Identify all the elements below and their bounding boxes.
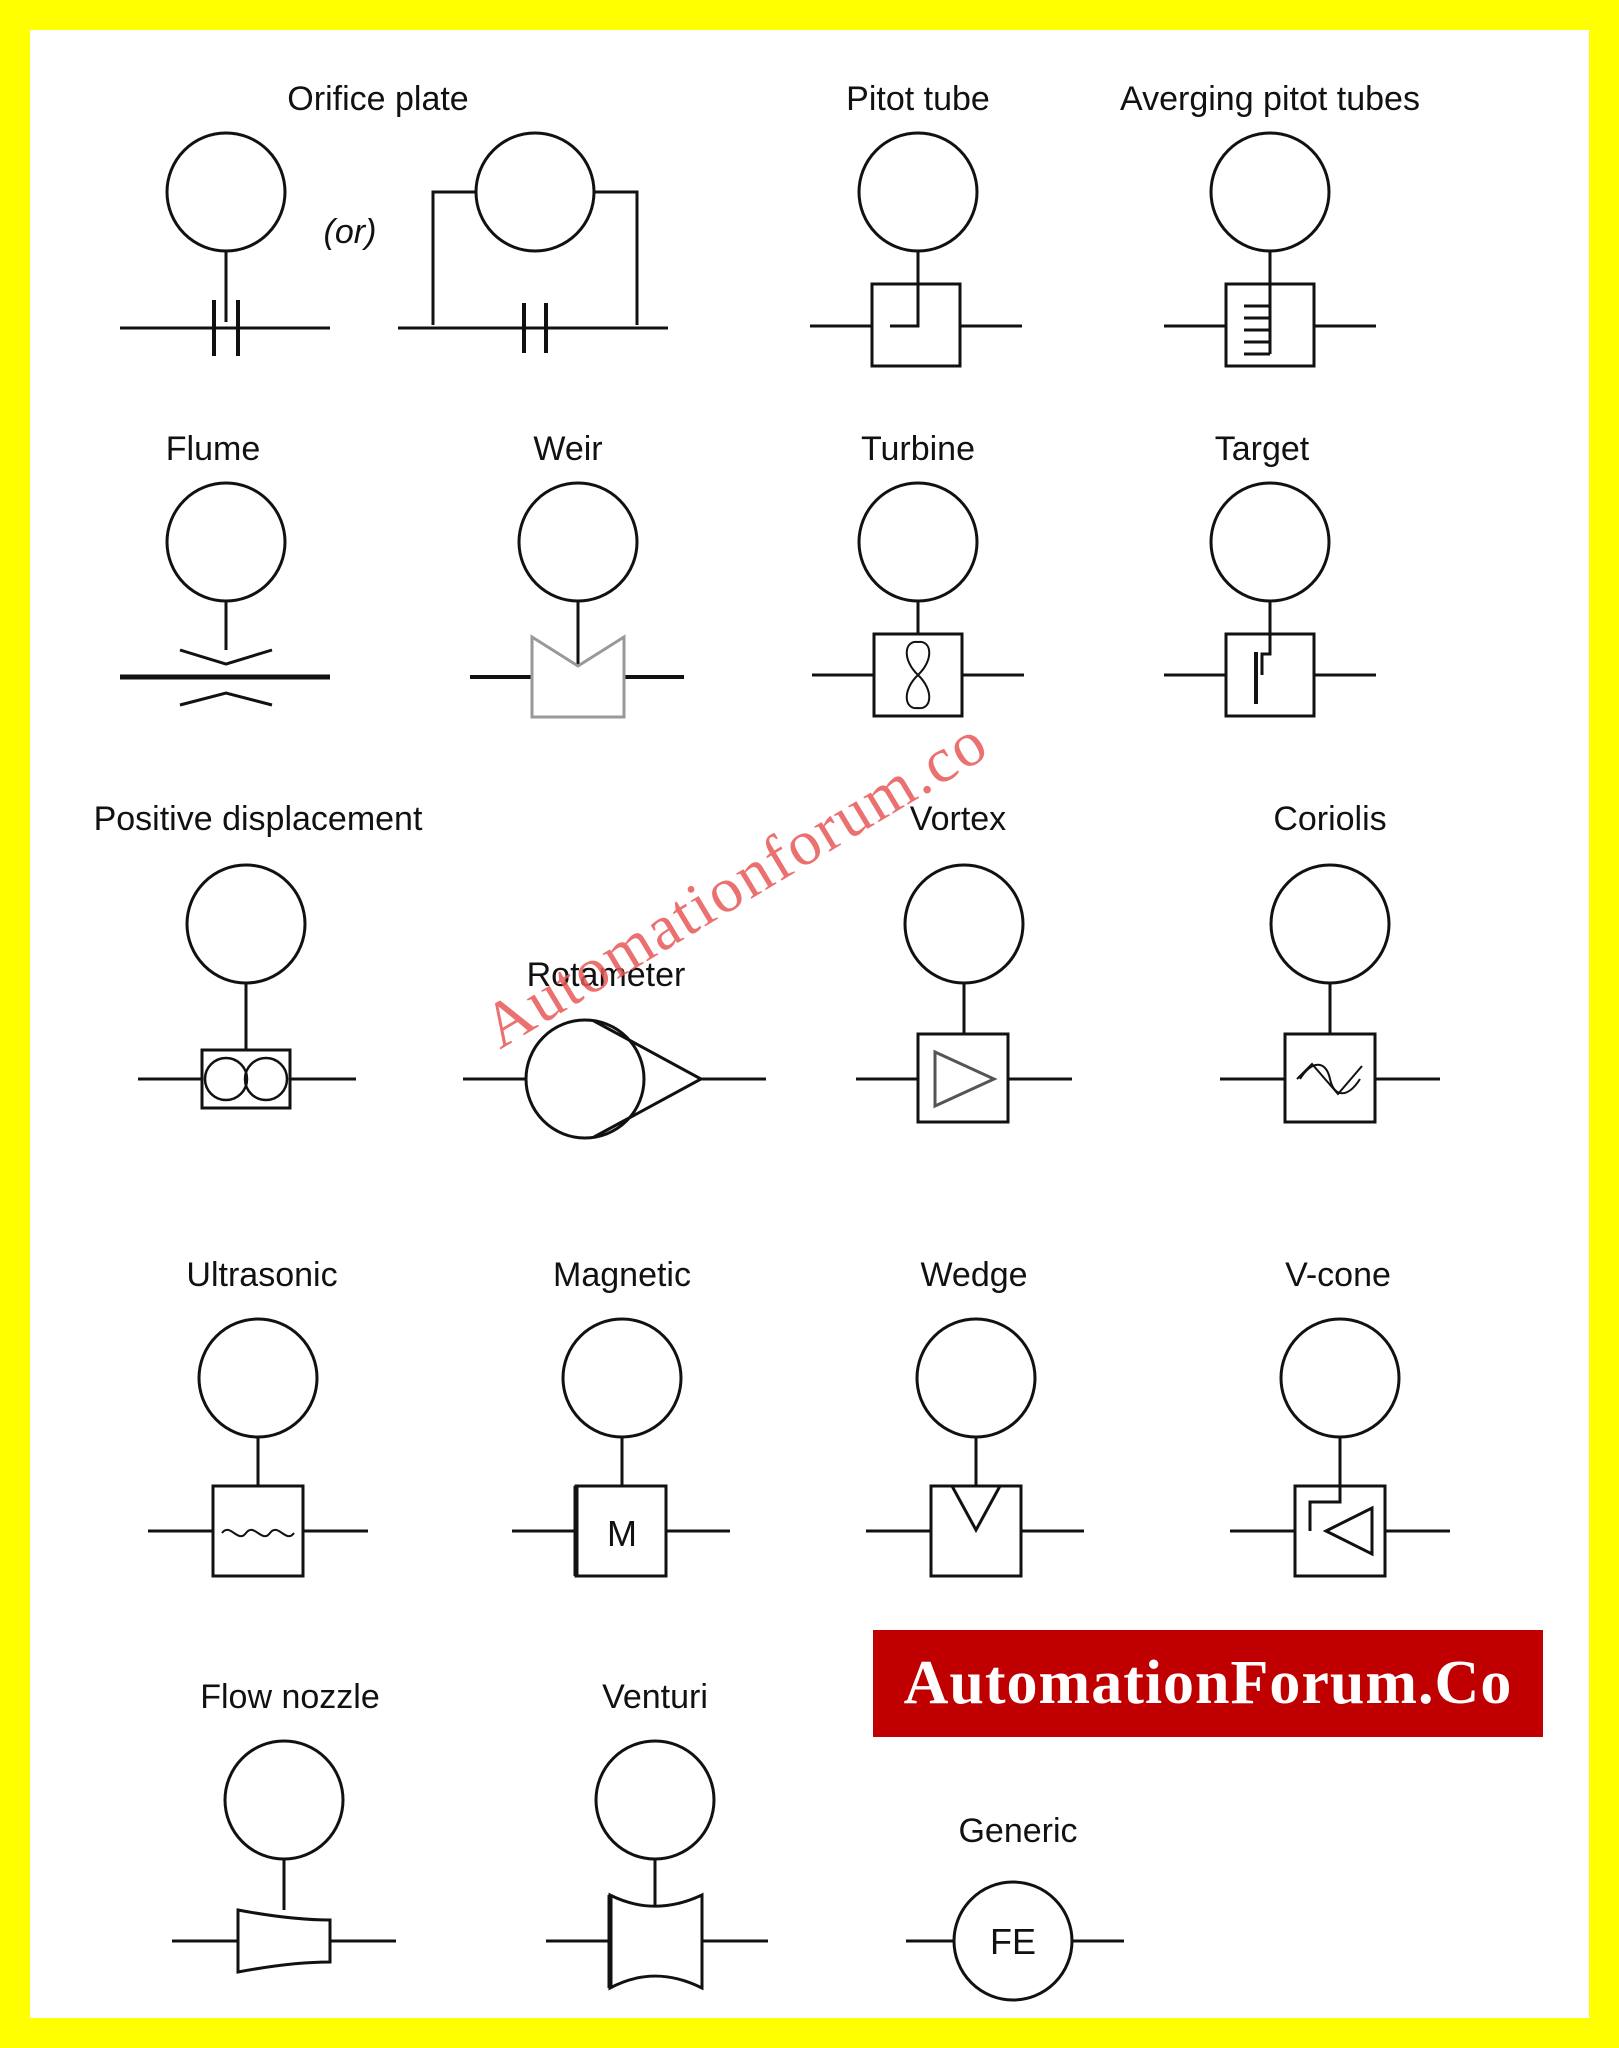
nozzle-body bbox=[236, 1908, 332, 1974]
symbol-generic: Generic FE bbox=[906, 1812, 1124, 2002]
label-turbine: Turbine bbox=[861, 430, 975, 468]
instrument-bubble bbox=[1279, 1317, 1401, 1439]
flume-upper-wall bbox=[179, 648, 273, 666]
label-venturi: Venturi bbox=[602, 1678, 708, 1716]
sound-wave-icon bbox=[221, 1528, 295, 1538]
cone-support bbox=[1308, 1486, 1342, 1531]
symbol-orifice-plate: Orifice plate (or) bbox=[120, 80, 668, 356]
symbol-positive-displacement: Positive displacement bbox=[94, 800, 423, 1110]
instrument-bubble bbox=[915, 1317, 1037, 1439]
magnetic-letter: M bbox=[607, 1513, 637, 1554]
label-flow-nozzle: Flow nozzle bbox=[200, 1678, 380, 1716]
label-coriolis: Coriolis bbox=[1273, 800, 1386, 838]
label-ultrasonic: Ultrasonic bbox=[186, 1256, 337, 1294]
venturi-body bbox=[608, 1892, 704, 1991]
symbol-wedge: Wedge bbox=[866, 1256, 1084, 1578]
label-magnetic: Magnetic bbox=[553, 1256, 691, 1294]
label-flume: Flume bbox=[166, 430, 260, 468]
rotor-right bbox=[243, 1056, 289, 1102]
label-positive-displacement: Positive displacement bbox=[94, 800, 423, 838]
label-wedge: Wedge bbox=[920, 1256, 1027, 1294]
label-averaging-pitot-tubes: Averging pitot tubes bbox=[1120, 80, 1420, 118]
label-orifice-plate: Orifice plate bbox=[287, 80, 468, 118]
brand-text: AutomationForum.Co bbox=[903, 1649, 1513, 1717]
symbol-v-cone: V-cone bbox=[1230, 1256, 1450, 1578]
rotor-left bbox=[203, 1056, 249, 1102]
label-generic: Generic bbox=[958, 1812, 1077, 1850]
bluff-body-icon bbox=[933, 1049, 998, 1109]
symbol-venturi: Venturi bbox=[546, 1678, 768, 1991]
target-stem bbox=[1260, 634, 1272, 675]
instrument-bubble bbox=[1209, 481, 1331, 603]
instrument-bubble bbox=[165, 131, 287, 253]
cone-icon bbox=[1322, 1505, 1374, 1557]
instrument-bubble bbox=[561, 1317, 683, 1439]
instrument-bubble bbox=[517, 481, 639, 603]
instrument-bubble bbox=[903, 863, 1025, 985]
symbol-flume: Flume bbox=[120, 430, 330, 707]
symbol-ultrasonic: Ultrasonic bbox=[148, 1256, 368, 1578]
weir-notch-shape bbox=[530, 634, 626, 719]
label-weir: Weir bbox=[533, 430, 602, 468]
pitot-probe bbox=[890, 284, 920, 328]
connector-line bbox=[594, 190, 639, 325]
brand-banner: AutomationForum.Co bbox=[873, 1630, 1543, 1737]
element-box bbox=[211, 1484, 305, 1578]
instrument-bubble bbox=[223, 1739, 345, 1861]
label-rotameter: Rotameter bbox=[527, 956, 686, 994]
label-target: Target bbox=[1215, 430, 1310, 468]
coriolis-wave-icon bbox=[1299, 1063, 1361, 1095]
label-vortex: Vortex bbox=[910, 800, 1006, 838]
symbol-magnetic: Magnetic M bbox=[512, 1256, 730, 1578]
symbol-averaging-pitot-tubes: Averging pitot tubes bbox=[1120, 80, 1420, 368]
symbol-turbine: Turbine bbox=[812, 430, 1024, 718]
symbol-weir: Weir bbox=[470, 430, 684, 719]
rotameter-cone bbox=[593, 1019, 705, 1139]
symbol-flow-nozzle: Flow nozzle bbox=[172, 1678, 396, 1974]
instrument-bubble bbox=[857, 131, 979, 253]
label-pitot-tube: Pitot tube bbox=[846, 80, 990, 118]
label-v-cone: V-cone bbox=[1285, 1256, 1391, 1294]
wedge-icon bbox=[950, 1485, 1002, 1534]
flume-lower-wall bbox=[179, 691, 273, 707]
turbine-rotor-icon bbox=[905, 640, 931, 710]
or-text: (or) bbox=[324, 213, 377, 251]
instrument-bubble bbox=[1209, 131, 1331, 253]
instrument-bubble bbox=[165, 481, 287, 603]
symbol-coriolis: Coriolis bbox=[1220, 800, 1440, 1124]
instrument-bubble bbox=[594, 1739, 716, 1861]
symbol-pitot-tube: Pitot tube bbox=[810, 80, 1022, 368]
instrument-bubble bbox=[1269, 863, 1391, 985]
connector-line bbox=[431, 190, 476, 325]
instrument-bubble bbox=[197, 1317, 319, 1439]
generic-tag: FE bbox=[990, 1921, 1036, 1962]
instrument-bubble bbox=[857, 481, 979, 603]
instrument-bubble bbox=[474, 131, 596, 253]
symbol-target: Target bbox=[1164, 430, 1376, 718]
symbol-vortex: Vortex bbox=[856, 800, 1072, 1124]
instrument-bubble bbox=[185, 863, 307, 985]
symbol-rotameter: Rotameter bbox=[463, 956, 766, 1140]
